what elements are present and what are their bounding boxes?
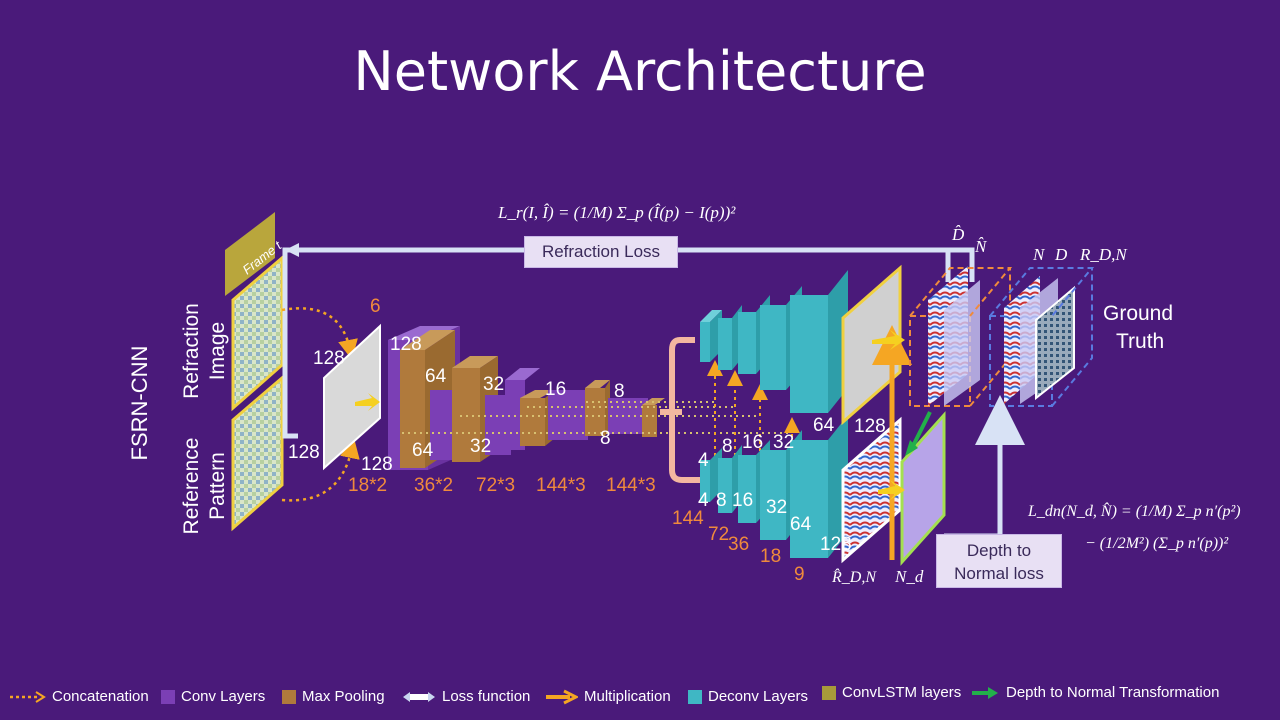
refraction-loss-label: Refraction Loss (524, 236, 678, 268)
legend-label: Deconv Layers (708, 688, 809, 705)
prediction-volume (909, 266, 1013, 407)
legend-label: Conv Layers (181, 688, 266, 705)
conv-swatch (161, 689, 175, 704)
legend-label: ConvLSTM layers (842, 684, 962, 701)
gt-label-d: D (1054, 245, 1068, 264)
legend-item-multiplication: Multiplication (544, 688, 671, 705)
decoder-upper-number: 64 (813, 415, 835, 436)
encoder-layer-count: 36*2 (414, 475, 453, 496)
legend-item-concatenation: Concatenation (8, 688, 149, 705)
legend-item-deconv: Deconv Layers (688, 688, 808, 705)
maxpool-swatch (282, 689, 296, 704)
depth-normal-loss-label: Depth to Normal loss (936, 534, 1062, 588)
encoder-bottom-number: 32 (470, 436, 491, 457)
decoder-upper-number: 4 (698, 450, 709, 471)
depth-to-normal-arrow (910, 411, 932, 449)
output-plane-lower (841, 416, 902, 564)
deconv-swatch (688, 689, 702, 704)
label-n-hat: N̂ (974, 237, 988, 256)
decoder-lower-number: 8 (716, 490, 727, 511)
input-concat-plane (323, 323, 381, 471)
legend-item-conv: Conv Layers (161, 688, 265, 705)
decoder-lower-number: 128 (854, 416, 886, 437)
encoder-top-number: 64 (425, 366, 447, 387)
encoder-bottom-number: 128 (361, 454, 393, 475)
decoder-lower-number: 64 (790, 514, 812, 535)
encoder-top-number: 8 (614, 381, 625, 402)
dn-loss-formula-1: L_dn(N_d, N̂) = (1/M) Σ_p n′(p²) (1027, 501, 1241, 520)
skip-connections (402, 401, 790, 434)
encoder-top-number: 16 (545, 379, 566, 400)
label-r-hat: R̂_D,N (831, 567, 877, 586)
ground-truth-line2: Truth (1116, 330, 1164, 353)
concatenation-icon (10, 690, 46, 703)
legend-label: Concatenation (52, 688, 149, 705)
label-d-hat: D̂ (951, 225, 965, 244)
label-nd: N_d (894, 567, 924, 586)
legend-item-loss: Loss function (402, 688, 530, 705)
decoder-layer-count: 144 (672, 508, 704, 529)
decoder-layer-count: 9 (794, 564, 805, 585)
legend: Concatenation Conv Layers Max Pooling Lo… (0, 684, 1280, 714)
legend-item-maxpool: Max Pooling (282, 688, 385, 705)
concat-dotted-top (281, 307, 358, 360)
encoder-layer-count: 144*3 (536, 475, 586, 496)
encoder-top-number: 128 (313, 348, 345, 369)
output-plane-upper (841, 264, 902, 426)
convlstm-swatch (822, 685, 836, 700)
legend-item-depth-normal: Depth to Normal Transformation (970, 684, 1219, 701)
ground-truth-volume (989, 267, 1095, 407)
loss-arrow-icon (403, 691, 435, 702)
decoder-layer-count: 18 (760, 546, 781, 567)
green-arrow-icon (972, 686, 998, 699)
concat-dotted-bottom (281, 438, 360, 502)
depth-normal-loss-line2: Normal loss (954, 564, 1044, 583)
decoder-layer-count: 72 (708, 524, 729, 545)
encoder-bottom-number: 64 (412, 440, 434, 461)
encoder-top-number: 6 (370, 296, 381, 317)
decoder-upper-number: 16 (742, 432, 763, 453)
normal-map-nd (900, 411, 946, 566)
encoder-top-number: 32 (483, 374, 504, 395)
gt-label-r: R_D,N (1079, 245, 1128, 264)
decoder-lower-number: 128 (820, 534, 852, 555)
page-title: Network Architecture (353, 40, 927, 103)
encoder-layer-count: 144*3 (606, 475, 656, 496)
encoder-bottom-number: 8 (600, 428, 611, 449)
refraction-image (231, 254, 284, 412)
decoder-layer-count: 36 (728, 534, 749, 555)
legend-label: Loss function (442, 688, 531, 705)
encoder-layer-count: 18*2 (348, 475, 387, 496)
decoder-upper-number: 8 (722, 436, 733, 457)
decoder-upper (700, 270, 848, 413)
gt-label-n: N (1032, 245, 1046, 264)
legend-label: Depth to Normal Transformation (1006, 684, 1220, 701)
encoder-layer-count: 72*3 (476, 475, 515, 496)
reference-pattern (231, 374, 284, 532)
encoder-bottom-number: 128 (288, 442, 320, 463)
legend-item-convlstm: ConvLSTM layers (822, 684, 961, 701)
decoder-lower-number: 32 (766, 497, 787, 518)
dn-loss-formula-2: − (1/2M²) (Σ_p n′(p))² (1085, 535, 1229, 552)
legend-label: Multiplication (584, 688, 671, 705)
ground-truth-line1: Ground (1103, 302, 1173, 325)
decoder-upper-number: 32 (773, 432, 794, 453)
legend-label: Max Pooling (302, 688, 385, 705)
split-bracket (660, 337, 700, 483)
decoder-lower-number: 16 (732, 490, 753, 511)
refraction-loss-formula: L_r(I, Î) = (1/M) Σ_p (Î(p) − I(p))² (497, 203, 736, 222)
decoder-lower-number: 4 (698, 490, 709, 511)
depth-normal-loss-line1: Depth to (966, 541, 1032, 560)
multiplication-arrow-icon (546, 689, 578, 704)
encoder-top-number: 128 (390, 334, 422, 355)
